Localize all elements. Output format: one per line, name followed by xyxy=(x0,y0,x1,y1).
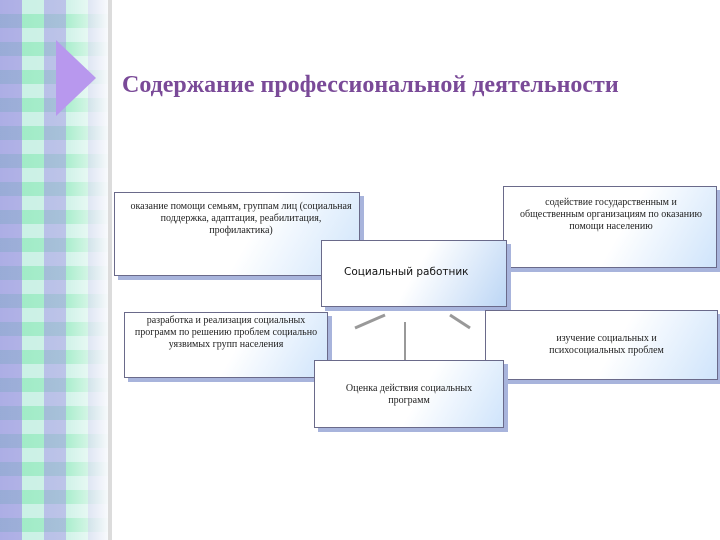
box-research: изучение социальных и психосоциальных пр… xyxy=(485,310,718,380)
box-programs: разработка и реализация социальных прогр… xyxy=(124,312,328,378)
box-evaluation-text: Оценка действия социальных программ xyxy=(345,383,473,406)
box-organizations: содействие государственным и общественны… xyxy=(503,186,717,268)
triangle-icon xyxy=(56,40,96,116)
box-organizations-text: содействие государственным и общественны… xyxy=(520,197,702,232)
slide-title: Содержание профессиональной деятельности xyxy=(122,72,619,98)
center-label: Социальный работник xyxy=(344,266,469,278)
box-evaluation: Оценка действия социальных программ xyxy=(314,360,504,428)
box-research-text: изучение социальных и психосоциальных пр… xyxy=(549,333,664,356)
box-family-support-text: оказание помощи семьям, группам лиц (соц… xyxy=(130,201,352,236)
center-box xyxy=(321,240,507,307)
connector-right xyxy=(449,313,471,330)
box-programs-text: разработка и реализация социальных прогр… xyxy=(134,315,318,350)
box-family-support: оказание помощи семьям, группам лиц (соц… xyxy=(114,192,360,276)
vertical-divider xyxy=(108,0,112,540)
connector-left xyxy=(354,313,386,330)
